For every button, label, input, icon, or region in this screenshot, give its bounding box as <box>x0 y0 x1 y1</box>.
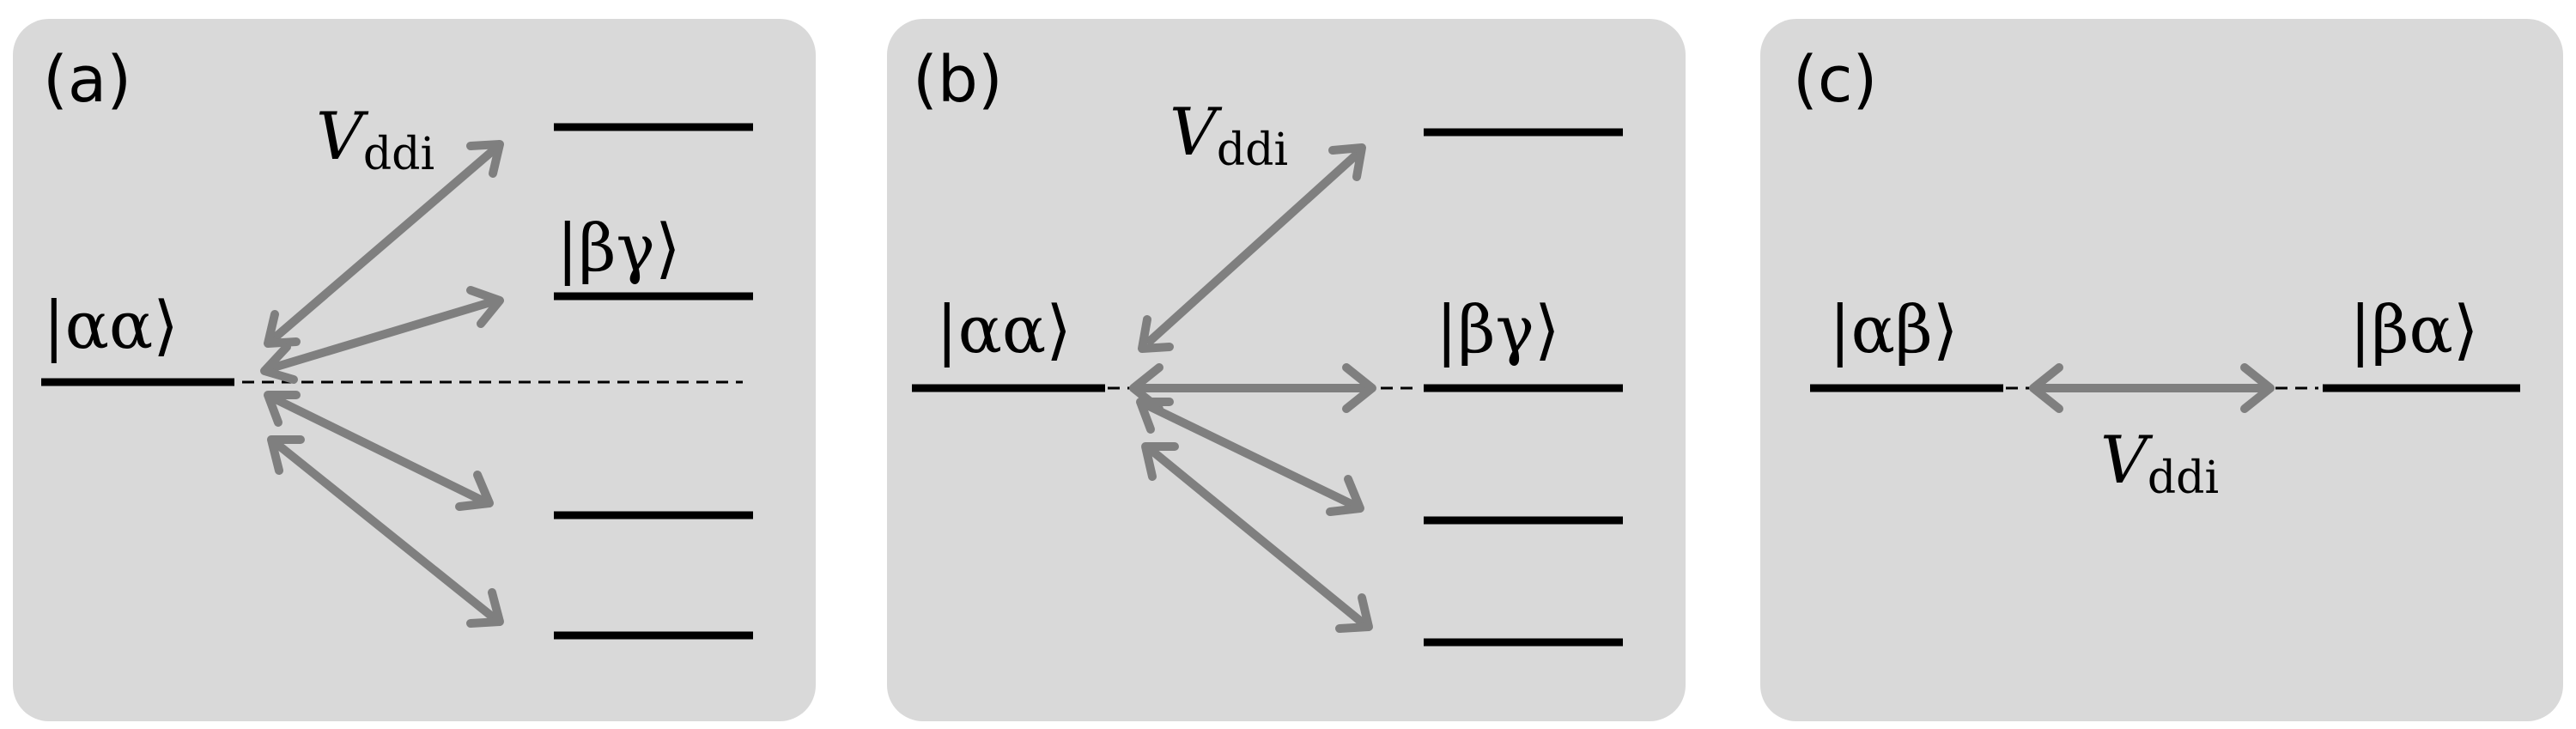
panel-b-arrow-level-4 <box>1141 442 1373 633</box>
panel-c-state-left: |αβ⟩ <box>1829 291 1959 368</box>
panel-a-background <box>13 19 816 721</box>
panel-c-background <box>1760 19 2563 721</box>
panel-a-state-right: |βγ⟩ <box>556 210 681 286</box>
panel-b-coupling-label: Vddi <box>1170 94 1288 176</box>
panel-a-coupling-label: Vddi <box>316 98 434 180</box>
panel-c-coupling-label: Vddi <box>2100 422 2219 504</box>
panel-b-coupling-symbol: V <box>1170 94 1223 170</box>
panel-b-background <box>887 19 1686 721</box>
panel-a-coupling-subscript: ddi <box>363 129 434 180</box>
panel-b-arrow-level-3 <box>1136 398 1364 516</box>
panel-a-coupling-symbol: V <box>316 98 369 174</box>
panel-c-label: (c) <box>1793 43 1877 117</box>
panel-b-arrow-level-1 <box>1138 143 1366 353</box>
panel-a-coupling-arrows <box>260 140 504 628</box>
panel-c-coupling-symbol: V <box>2100 422 2154 498</box>
panel-b-coupling-arrows <box>1129 143 1376 633</box>
panel-a-arrow-level-4 <box>267 435 504 628</box>
panel-a: (a) |αα⟩ |βγ⟩ Vddi <box>13 19 816 721</box>
panel-a-arrow-level-2 <box>260 286 504 384</box>
panel-c-arrow-exchange <box>2029 363 2275 413</box>
panel-b-state-right: |βγ⟩ <box>1436 291 1560 368</box>
panel-b-state-left: |αα⟩ <box>936 291 1072 368</box>
panel-a-arrow-level-3 <box>264 391 494 511</box>
panel-b-label: (b) <box>913 43 1003 117</box>
panel-a-state-left: |αα⟩ <box>43 287 179 363</box>
panel-b: (b) |αα⟩ |βγ⟩ Vddi <box>887 19 1686 721</box>
panel-c: (c) |αβ⟩ |βα⟩ Vddi <box>1760 19 2563 721</box>
panel-a-label: (a) <box>43 43 131 117</box>
panel-a-arrow-level-1 <box>264 140 504 348</box>
panel-c-coupling-subscript: ddi <box>2148 453 2219 504</box>
panel-b-coupling-subscript: ddi <box>1217 125 1288 176</box>
panel-c-state-right: |βα⟩ <box>2349 291 2479 368</box>
